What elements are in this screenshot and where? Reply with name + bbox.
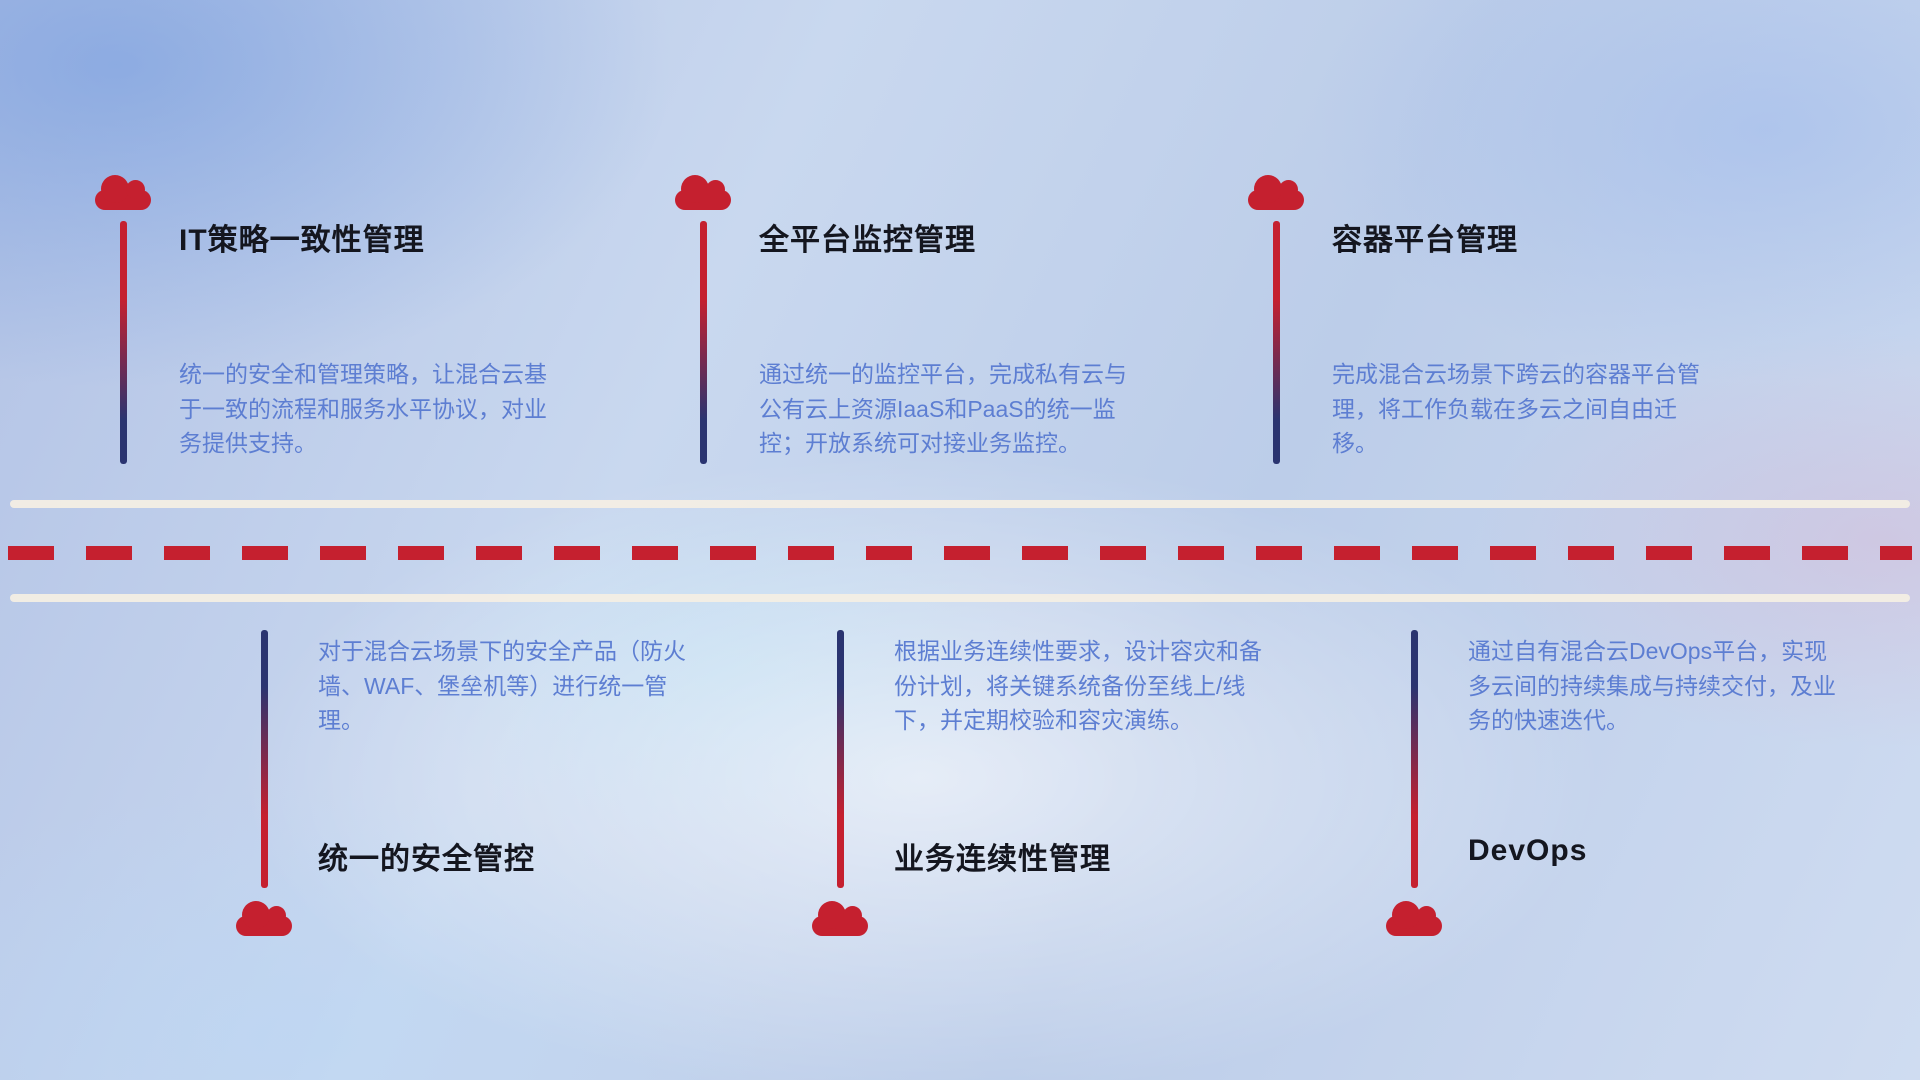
timeline-item-devops: 通过自有混合云DevOps平台，实现多云间的持续集成与持续交付，及业务的快速迭代…	[1386, 628, 1906, 973]
road-line-bottom	[10, 594, 1910, 602]
timeline-item-it-policy: IT策略一致性管理 统一的安全和管理策略，让混合云基于一致的流程和服务水平协议，…	[95, 175, 615, 505]
item-description: 通过自有混合云DevOps平台，实现多云间的持续集成与持续交付，及业务的快速迭代…	[1468, 638, 1836, 733]
timeline-item-business-continuity: 根据业务连续性要求，设计容灾和备份计划，将关键系统备份至线上/线下，并定期校验和…	[812, 628, 1332, 973]
cloud-icon	[95, 175, 151, 210]
timeline-item-security-control: 对于混合云场景下的安全产品（防火墙、WAF、堡垒机等）进行统一管理。 统一的安全…	[236, 628, 756, 973]
item-title: 全平台监控管理	[759, 224, 976, 257]
item-description: 统一的安全和管理策略，让混合云基于一致的流程和服务水平协议，对业务提供支持。	[179, 361, 547, 456]
item-title: 容器平台管理	[1332, 224, 1518, 257]
timeline-item-monitoring: 全平台监控管理 通过统一的监控平台，完成私有云与公有云上资源IaaS和PaaS的…	[675, 175, 1195, 505]
connector-line	[1273, 221, 1280, 464]
cloud-icon	[675, 175, 731, 210]
item-description: 完成混合云场景下跨云的容器平台管理，将工作负载在多云之间自由迁移。	[1332, 361, 1700, 456]
item-description: 对于混合云场景下的安全产品（防火墙、WAF、堡垒机等）进行统一管理。	[318, 638, 686, 733]
connector-line	[700, 221, 707, 464]
item-title: 统一的安全管控	[318, 843, 535, 876]
item-title: DevOps	[1468, 834, 1588, 867]
road-line-top	[10, 500, 1910, 508]
cloud-icon	[1248, 175, 1304, 210]
item-title: 业务连续性管理	[894, 843, 1111, 876]
cloud-icon	[812, 901, 868, 936]
connector-line	[261, 630, 268, 888]
connector-line	[837, 630, 844, 888]
timeline-item-container-platform: 容器平台管理 完成混合云场景下跨云的容器平台管理，将工作负载在多云之间自由迁移。	[1248, 175, 1768, 505]
cloud-icon	[1386, 901, 1442, 936]
cloud-icon	[236, 901, 292, 936]
connector-line	[1411, 630, 1418, 888]
item-title: IT策略一致性管理	[179, 224, 425, 257]
item-description: 通过统一的监控平台，完成私有云与公有云上资源IaaS和PaaS的统一监控；开放系…	[759, 361, 1127, 456]
connector-line	[120, 221, 127, 464]
item-description: 根据业务连续性要求，设计容灾和备份计划，将关键系统备份至线上/线下，并定期校验和…	[894, 638, 1262, 733]
road-dashed-centerline	[8, 546, 1912, 560]
